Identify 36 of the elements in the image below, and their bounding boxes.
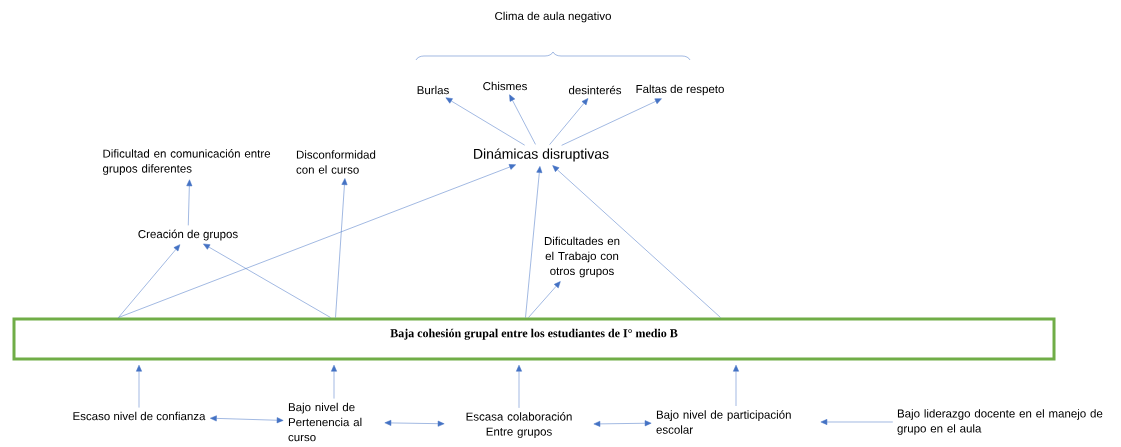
effect-label: Disconformidad con el curso — [296, 150, 376, 174]
arrow — [203, 243, 331, 318]
cause-label: Escaso nivel de confianza — [73, 411, 206, 421]
effect-label: Dificultades en el Trabajo con otros grupos — [544, 236, 620, 278]
arrow — [118, 164, 516, 318]
cause-label: Bajo nivel de participación escolar — [656, 410, 791, 434]
effect-label: Dificultad en comunicación entre grupos diferentes — [103, 149, 271, 175]
effect-label: Burlas — [417, 85, 449, 95]
arrow — [136, 364, 142, 408]
cause-label: Bajo liderazgo docente en el manejo de grupo en el aula — [897, 409, 1103, 435]
arrow — [552, 165, 721, 318]
arrow — [549, 98, 589, 145]
arrow — [445, 97, 525, 146]
problem-box: Baja cohesión grupal entre los estudiantes de I° medio B — [12, 317, 1056, 361]
arrow — [820, 419, 894, 425]
arrow — [525, 166, 543, 318]
arrow — [528, 281, 561, 318]
cause-label: Escasa colaboración Entre grupos — [466, 412, 572, 438]
arrow — [186, 179, 193, 226]
cause-label: Bajo nivel de Pertenencia al curso — [288, 402, 362, 442]
arrow — [118, 244, 181, 318]
arrow — [561, 98, 662, 146]
arrow — [509, 94, 536, 145]
effect-label: Faltas de respeto — [636, 84, 724, 96]
effect-label: Chismes — [483, 81, 527, 91]
arrow — [335, 178, 348, 318]
arrow — [733, 364, 739, 407]
effect-label: Dinámicas disruptivas — [474, 148, 609, 162]
effect-label: Creación de grupos — [138, 229, 238, 241]
arrow — [516, 364, 522, 409]
arrow — [210, 415, 284, 424]
arrow — [384, 420, 445, 427]
group-label: Clima de aula negativo — [495, 11, 611, 23]
arrow — [593, 420, 652, 427]
arrow — [331, 364, 337, 399]
effect-label: desinterés — [568, 85, 622, 95]
